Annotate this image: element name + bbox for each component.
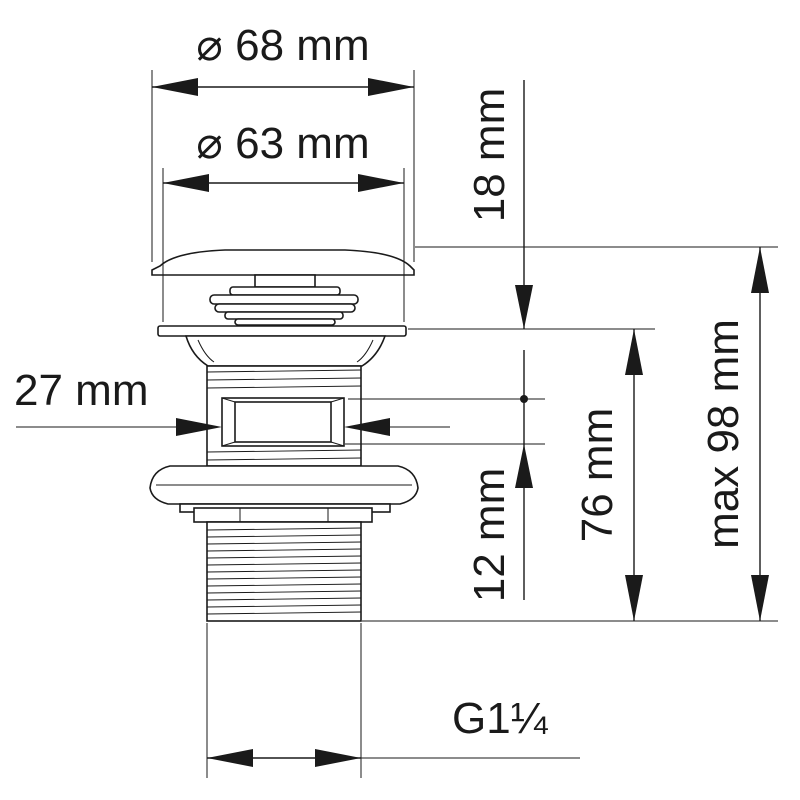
overflow-slot-inner xyxy=(234,401,332,443)
spring-mechanism xyxy=(209,286,359,326)
flange-ring xyxy=(157,325,407,337)
dim-12-dot xyxy=(520,395,528,403)
thread-line xyxy=(206,590,362,594)
thread-line xyxy=(206,604,362,608)
label-thread-size: G1¼ xyxy=(452,694,549,743)
arrow-68-left xyxy=(152,78,198,96)
thread-line xyxy=(206,576,362,580)
thread-line xyxy=(206,534,362,538)
drain-plug-part xyxy=(149,249,419,622)
arrow-12-up xyxy=(515,444,533,488)
label-slot-width: 27 mm xyxy=(14,366,148,415)
label-thread-fraction: ¼ xyxy=(511,694,549,743)
arrow-g-left xyxy=(207,749,253,767)
dimension-labels: ⌀ 68 mm ⌀ 63 mm 27 mm 18 mm 12 mm 76 mm … xyxy=(14,21,748,743)
funnel xyxy=(184,335,387,367)
label-body-length: 76 mm xyxy=(573,408,622,542)
label-outer-diameter: ⌀ 68 mm xyxy=(196,21,369,70)
arrow-76-up xyxy=(625,329,643,375)
thread-collar xyxy=(193,507,373,523)
arrow-76-down xyxy=(625,575,643,621)
thread-line xyxy=(206,569,362,573)
thread-line xyxy=(206,611,362,615)
label-cap-height: 18 mm xyxy=(465,88,514,222)
thread-line xyxy=(206,597,362,601)
upper-body-texture xyxy=(206,369,362,461)
thread-line xyxy=(206,583,362,587)
arrow-18-down xyxy=(515,285,533,329)
arrow-27-right xyxy=(344,418,390,436)
thread-line xyxy=(206,548,362,552)
cap-stem xyxy=(254,274,316,288)
dimension-lines xyxy=(16,70,778,778)
arrow-98-up xyxy=(751,247,769,293)
arrow-63-right xyxy=(358,174,404,192)
thread-line xyxy=(206,562,362,566)
arrow-63-left xyxy=(163,174,209,192)
arrow-98-down xyxy=(751,575,769,621)
label-thread-main: G1 xyxy=(452,694,511,743)
arrow-68-right xyxy=(368,78,414,96)
thread-line xyxy=(206,541,362,545)
thread-line xyxy=(206,527,362,531)
cap-dome xyxy=(151,249,415,276)
label-lower-length: 12 mm xyxy=(465,468,514,602)
arrow-27-left xyxy=(176,418,222,436)
arrow-g-right xyxy=(315,749,361,767)
label-max-height: max 98 mm xyxy=(699,319,748,549)
label-inner-diameter: ⌀ 63 mm xyxy=(196,119,369,168)
thread-line xyxy=(206,555,362,559)
tail-threads xyxy=(206,527,362,615)
